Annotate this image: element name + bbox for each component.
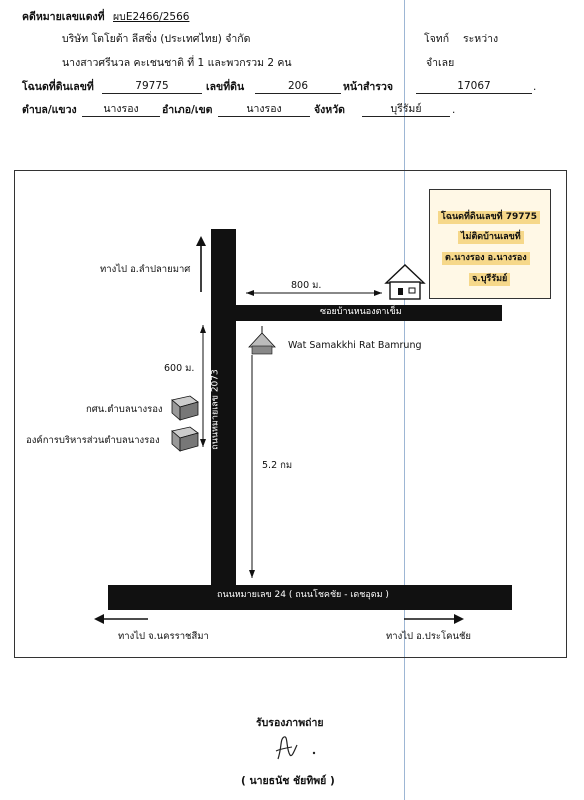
arrow-left-head [94,614,104,624]
signer-name: ( นายธนัช ชัยทิพย์ ) [241,775,335,787]
label-office-1: กศน.ตำบลนางรอง [86,404,163,415]
deed-label: โฉนดที่ดินเลขที่ [22,81,94,93]
province-value: บุรีรัมย์ [390,103,422,115]
dim-800-left-head [246,290,254,296]
defendant-name: นางสาวศรีนวล คะเชนชาติ ที่ 1 และพวกรวม 2… [62,57,292,69]
survey-number-underline [416,93,532,94]
office-building-icon-2 [171,426,199,452]
label-dist-600: 600 ม. [164,363,195,374]
plaintiff-name: บริษัท โตโยต้า ลีสซิ่ง (ประเทศไทย) จำกัด [62,33,251,45]
office-building-icon-1 [171,395,199,421]
arrow-up-head [196,236,206,246]
house-icon [384,264,426,300]
dim-800-right-head [374,290,382,296]
land-number: 206 [287,80,309,92]
period-2: . [452,104,456,116]
deed-number-underline [102,93,202,94]
note-line-3: ต.นางรอง อ.นางรอง [442,252,530,265]
land-label: เลขที่ดิน [206,81,245,93]
plaintiff-role: โจทก์ [424,33,450,45]
label-to-prakhonchai: ทางไป อ.ประโคนชัย [386,631,471,642]
province-label: จังหวัด [314,104,345,116]
label-temple: Wat Samakkhi Rat Bamrung [288,340,422,351]
temple-icon [248,326,276,355]
page-fold-line [404,0,405,800]
soi-road-label: ซอยบ้านหนองตาเข็ม [320,307,402,317]
subdistrict-value: นางรอง [103,103,139,115]
dim-52-head [249,570,255,578]
district-value: นางรอง [246,103,282,115]
dim-600-top-head [200,325,206,333]
period-1: . [533,81,537,93]
arrow-right-head [454,614,464,624]
note-line-4: จ.บุรีรัมย์ [469,273,511,286]
district-underline [218,116,310,117]
road-2073 [211,229,236,591]
case-number: ผบE2466/2566 [113,11,190,23]
deed-number: 79775 [135,80,169,92]
certify-text: รับรองภาพถ่าย [256,717,324,729]
subdistrict-label: ตำบล/แขวง [22,104,77,116]
label-to-lamplaimat: ทางไป อ.ลำปลายมาศ [100,264,191,275]
defendant-role: จำเลย [426,57,455,69]
land-number-underline [255,93,341,94]
soi-road [236,305,502,321]
subdistrict-underline [82,116,160,117]
survey-number: 17067 [457,80,491,92]
dim-600-bottom-head [200,439,206,447]
case-label: คดีหมายเลขแดงที่ [22,11,105,23]
survey-label: หน้าสำรวจ [343,81,393,93]
label-dist-52: 5.2 กม [262,460,293,471]
label-to-nakhon: ทางไป จ.นครราชสีมา [118,631,209,642]
road-24-label: ถนนหมายเลข 24 ( ถนนโชคชัย - เดชอุดม ) [217,590,389,600]
note-line-1: โฉนดที่ดินเลขที่ 79775 [438,211,541,224]
province-underline [362,116,450,117]
between-text: ระหว่าง [463,33,499,45]
location-map [14,170,567,658]
district-label: อำเภอ/เขต [162,104,213,116]
label-office-2: องค์การบริหารส่วนตำบลนางรอง [26,435,160,446]
note-line-2: ไม่ติดบ้านเลขที่ [458,231,524,244]
label-dist-800: 800 ม. [291,280,322,291]
road-24 [108,585,512,610]
signature [275,736,316,760]
